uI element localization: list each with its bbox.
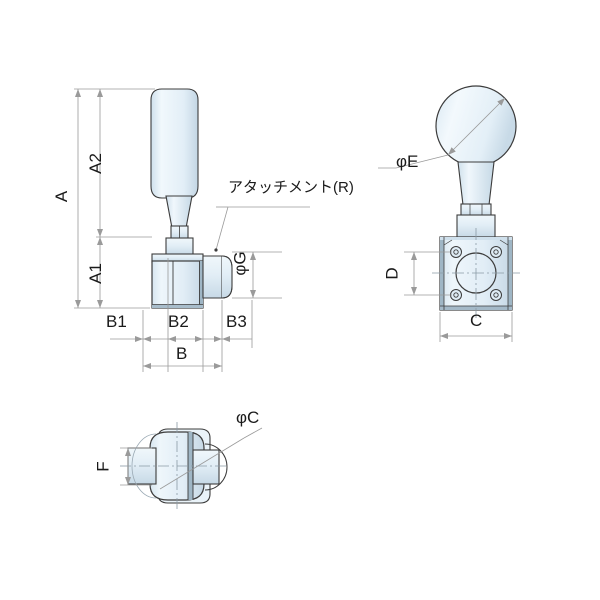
side-collar — [460, 203, 492, 217]
side-view-dimensions — [378, 97, 513, 342]
dim-label-B1: B1 — [106, 312, 127, 331]
dim-label-A2: A2 — [85, 153, 105, 174]
dim-line-phiE — [447, 97, 506, 156]
dim-label-phiG: φG — [230, 251, 250, 276]
side-neck — [457, 161, 495, 206]
dim-label-B2: B2 — [168, 312, 189, 331]
front-stem-nut — [165, 237, 194, 256]
side-view-geometry — [432, 85, 520, 318]
bottom-left-spigot — [127, 447, 157, 485]
side-center-lines — [432, 228, 520, 318]
dim-label-A: A — [52, 190, 72, 203]
front-view-dimensions — [74, 88, 310, 372]
dim-label-phiE: φE — [396, 152, 419, 171]
dim-label-F: F — [93, 461, 113, 472]
dim-label-C: C — [470, 311, 483, 330]
bottom-view-dimensions — [120, 447, 152, 486]
bottom-view-geometry — [120, 422, 263, 512]
dim-label-D: D — [382, 267, 402, 280]
side-corner-screws — [450, 246, 502, 301]
dim-label-B: B — [176, 344, 188, 363]
bottom-right-arc — [204, 443, 228, 491]
bottom-hidden-arc — [131, 433, 157, 499]
front-view-geometry — [150, 88, 233, 309]
front-knob — [150, 88, 199, 199]
front-neck — [165, 195, 193, 229]
front-attachment-boss — [202, 255, 233, 299]
side-ball-knob — [435, 85, 517, 167]
annotation-attachment: アタッチメント(R) — [228, 179, 354, 196]
front-body-block — [151, 260, 204, 309]
bottom-right-boss — [192, 449, 220, 485]
dim-line-phiC — [159, 437, 245, 490]
dim-label-A1: A1 — [85, 263, 105, 284]
dim-label-phiC: φC — [236, 408, 260, 427]
bottom-center-lines — [120, 422, 228, 512]
dim-label-B3: B3 — [226, 312, 247, 331]
